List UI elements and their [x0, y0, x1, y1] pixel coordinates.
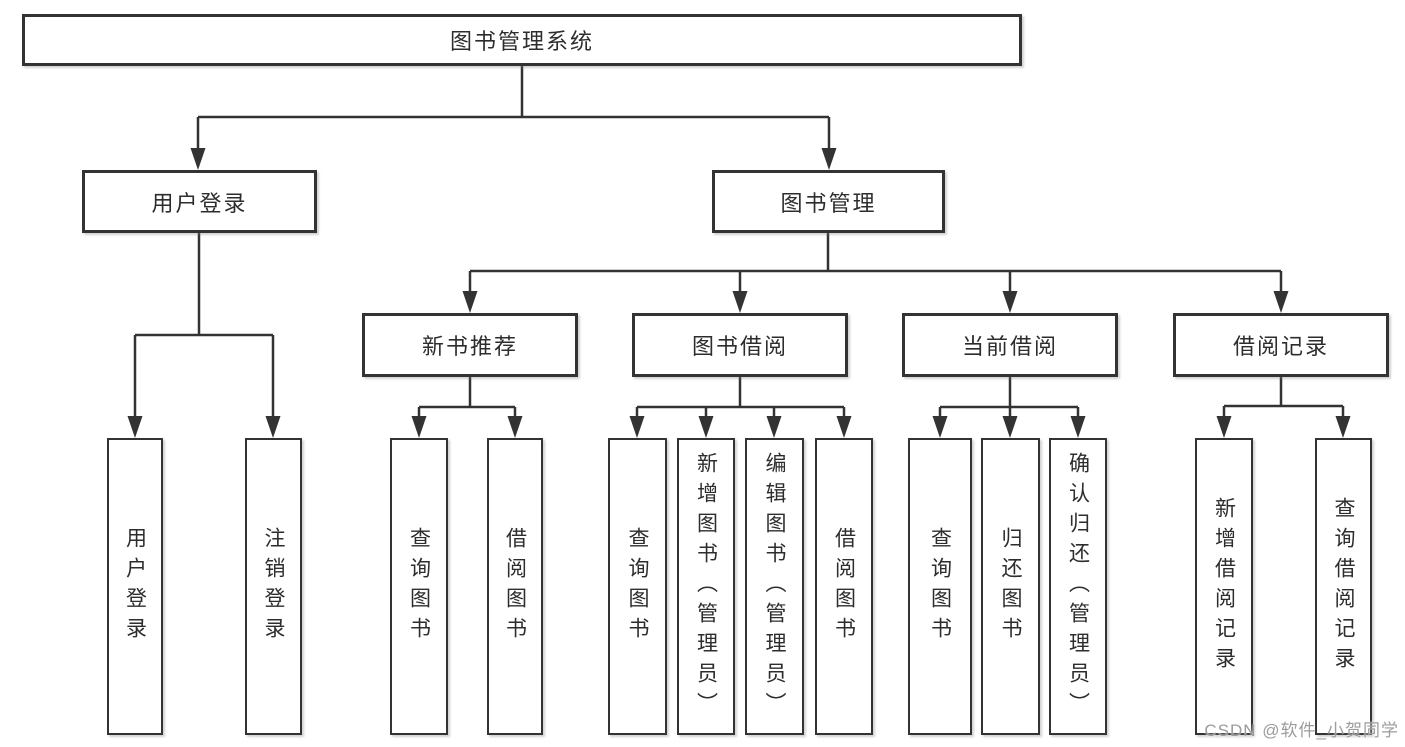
- leaf-label: 查询图书: [928, 526, 952, 647]
- node-label: 图书借阅: [691, 334, 788, 359]
- node-user-login: 用户登录: [82, 170, 317, 233]
- node-label: 当前借阅: [961, 334, 1058, 359]
- leaf-label: 注销登录: [262, 526, 285, 647]
- leaf-add-books-admin: 新增图书（管理员）: [677, 438, 735, 735]
- node-label: 新书推荐: [421, 334, 518, 359]
- leaf-label: 查询图书: [407, 526, 431, 647]
- node-book-management: 图书管理: [712, 170, 945, 233]
- leaf-label: 确认归还（管理员）: [1066, 451, 1090, 722]
- leaf-label: 用户登录: [123, 526, 147, 647]
- leaf-return-books: 归还图书: [981, 438, 1040, 735]
- node-label: 用户登录: [151, 190, 248, 216]
- leaf-label: 编辑图书（管理员）: [763, 451, 786, 722]
- leaf-label: 新增借阅记录: [1212, 496, 1236, 677]
- leaf-query-books-borrowing: 查询图书: [608, 438, 667, 735]
- leaf-confirm-return-admin: 确认归还（管理员）: [1049, 438, 1107, 735]
- node-book-borrowing: 图书借阅: [632, 313, 848, 377]
- node-label: 借阅记录: [1232, 334, 1329, 359]
- leaf-query-borrow-record: 查询借阅记录: [1315, 438, 1372, 735]
- node-current-borrowing: 当前借阅: [902, 313, 1118, 377]
- csdn-watermark: CSDN @软件_小贺同学: [1204, 721, 1399, 740]
- leaf-borrow-books-recommend: 借阅图书: [487, 438, 543, 735]
- node-library-management-system: 图书管理系统: [22, 14, 1022, 66]
- leaf-add-borrow-record: 新增借阅记录: [1195, 438, 1253, 735]
- leaf-label: 借阅图书: [503, 526, 527, 647]
- node-new-book-recommendation: 新书推荐: [362, 313, 578, 377]
- node-label: 图书管理系统: [449, 29, 594, 54]
- node-borrowing-records: 借阅记录: [1173, 313, 1389, 377]
- node-label: 图书管理: [780, 190, 877, 216]
- leaf-query-books-current: 查询图书: [908, 438, 972, 735]
- leaf-user-login: 用户登录: [107, 438, 163, 735]
- leaf-borrow-books: 借阅图书: [815, 438, 873, 735]
- leaf-label: 查询借阅记录: [1332, 496, 1355, 677]
- leaf-label: 归还图书: [999, 526, 1022, 647]
- leaf-logout: 注销登录: [245, 438, 302, 735]
- leaf-label: 借阅图书: [832, 526, 856, 647]
- leaf-query-books-recommend: 查询图书: [390, 438, 448, 735]
- arrowhead-icons: [127, 148, 1351, 438]
- leaf-edit-books-admin: 编辑图书（管理员）: [745, 438, 804, 735]
- leaf-label: 新增图书（管理员）: [694, 451, 718, 722]
- leaf-label: 查询图书: [626, 526, 649, 647]
